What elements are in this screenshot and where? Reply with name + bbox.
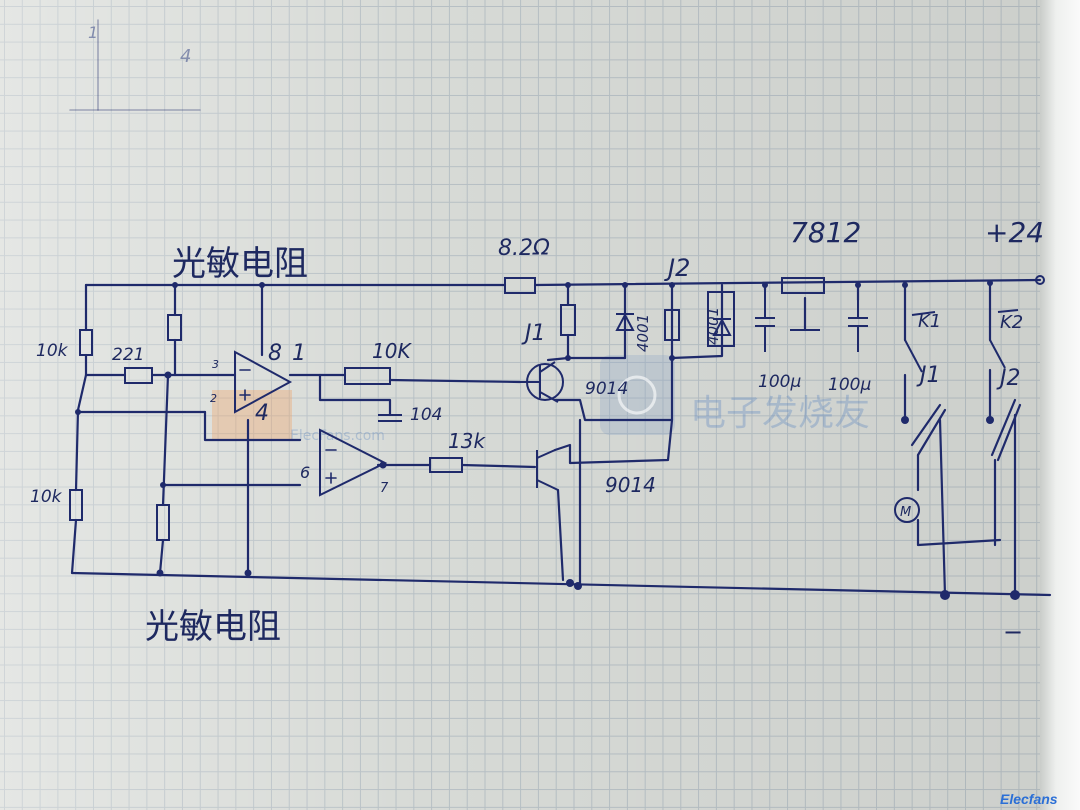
resistor-10k-bottom: [69, 489, 83, 521]
label-ldr-top: 光敏电阻: [172, 244, 308, 284]
resistor-221: [124, 367, 153, 384]
resistor-ldr-top: [167, 314, 182, 341]
capacitor-100u-b: [848, 300, 868, 352]
label-k2: K2: [1000, 312, 1023, 333]
label-q2: 9014: [605, 473, 656, 497]
label-k1: K1: [918, 311, 941, 332]
labels: 光敏电阻 光敏电阻 10k 10k 221 8 1 4 3 2 6 7 10K …: [30, 216, 1044, 647]
label-221: 221: [112, 345, 144, 365]
label-pin8: 8: [268, 341, 282, 366]
label-7812: 7812: [790, 216, 861, 249]
label-8-2ohm: 8.2Ω: [498, 236, 550, 261]
label-pin7: 7: [380, 481, 389, 496]
watermark-orange-block: [212, 390, 292, 440]
diode-4001-b: [707, 291, 735, 347]
corner-label-1: 1: [88, 23, 98, 42]
watermark: ElecFans.com 电子发烧友 Elecfans: [212, 355, 1058, 807]
label-100u-b: 100μ: [828, 375, 871, 395]
relay-coil-j2: [664, 309, 680, 341]
label-13k: 13k: [448, 429, 486, 453]
op-amp-2: [319, 428, 388, 497]
watermark-url: ElecFans.com: [290, 428, 385, 444]
label-switch-j2: J2: [996, 366, 1021, 391]
label-pin6: 6: [300, 463, 310, 482]
corner-label-4: 4: [180, 46, 191, 67]
resistors: [69, 277, 536, 541]
label-pin1: 1: [292, 341, 306, 366]
regulator-7812: [781, 277, 825, 331]
transistor-q2: [536, 449, 559, 491]
junction-nodes: [75, 275, 1045, 600]
watermark-corner-logo: Elecfans: [1000, 791, 1058, 807]
diode-4001-a: [615, 312, 635, 331]
resistor-8-2ohm: [504, 277, 536, 294]
label-10k-bottom: 10k: [30, 487, 63, 507]
label-pin2: 2: [210, 392, 217, 405]
label-diode-4001-a: 4001: [634, 314, 652, 352]
label-10k-mid: 10K: [372, 339, 412, 363]
transistor-q1: [520, 361, 564, 403]
watermark-logo-block: [600, 355, 675, 435]
resistor-ldr-bottom: [156, 504, 170, 541]
relay-coil-j1: [560, 304, 576, 336]
label-relay-j1: J1: [521, 321, 546, 346]
op-amp-1: [234, 350, 293, 414]
relay-contact-k1: [904, 311, 947, 457]
label-pin4: 4: [255, 401, 269, 426]
resistor-13k: [429, 457, 463, 473]
relay-contact-k2: [989, 309, 1022, 462]
label-104: 104: [410, 405, 442, 425]
supply-terminal: [1035, 275, 1045, 285]
label-switch-j1: J1: [916, 363, 941, 388]
label-q1: 9014: [585, 379, 628, 399]
resistor-10k-top: [79, 329, 93, 356]
resistor-10k-mid: [344, 367, 391, 385]
label-minus: −: [1003, 618, 1023, 646]
label-diode-4001-b: 4001: [704, 307, 722, 345]
watermark-bulb-icon: [617, 375, 657, 415]
label-supply: +24: [985, 216, 1044, 249]
label-motor: M: [900, 505, 911, 520]
label-pin3: 3: [212, 358, 219, 371]
label-10k-top: 10k: [36, 341, 69, 361]
capacitor-100u-a: [755, 290, 775, 352]
capacitor-104: [378, 414, 402, 422]
label-ldr-bottom: 光敏电阻: [145, 607, 281, 647]
watermark-cn: 电子发烧友: [690, 393, 870, 434]
motor-symbol: [894, 497, 920, 523]
corner-sketch: 1 4: [69, 19, 201, 111]
label-relay-j2: J2: [664, 254, 690, 282]
notebook-page-edge: [1040, 0, 1080, 810]
label-100u-a: 100μ: [758, 372, 801, 392]
